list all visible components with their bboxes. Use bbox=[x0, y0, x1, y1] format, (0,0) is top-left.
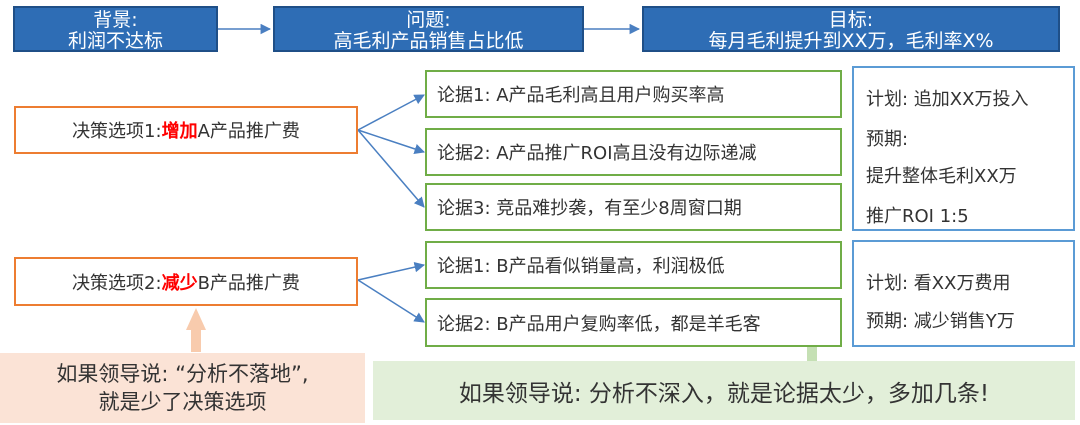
header-goal-title: 目标: bbox=[828, 9, 874, 31]
header-problem-title: 问题: bbox=[406, 9, 451, 31]
note-left-line-1: 如果领导说: “分析不落地”, bbox=[56, 362, 309, 386]
argument-box: 论据3: 竞品难抄袭，有至少8周窗口期 bbox=[425, 183, 842, 231]
option-1-prefix: 决策选项1: bbox=[72, 121, 162, 142]
argument-box: 论据1: B产品看似销量高，利润极低 bbox=[425, 241, 842, 289]
plan-box-1: 计划: 追加XX万投入 预期: 提升整体毛利XX万 推广ROI 1:5 bbox=[852, 66, 1075, 231]
fan-arrow-2-1 bbox=[357, 261, 426, 281]
header-goal: 目标: 每月毛利提升到XX万，毛利率X% bbox=[642, 6, 1060, 52]
fan-arrow-1-2 bbox=[357, 129, 425, 154]
argument-box: 论据2: A产品推广ROI高且没有边际递减 bbox=[425, 128, 842, 176]
argument-text: 论据1: A产品毛利高且用户购买率高 bbox=[437, 85, 725, 106]
plan-1-line: 推广ROI 1:5 bbox=[866, 206, 969, 227]
header-background-title: 背景: bbox=[93, 9, 138, 31]
plan-2-line: 计划: 看XX万费用 bbox=[866, 273, 1011, 294]
up-arrow-orange bbox=[186, 308, 206, 352]
fan-arrow-1-1 bbox=[357, 94, 425, 131]
argument-text: 论据2: B产品用户复购率低，都是羊毛客 bbox=[437, 313, 761, 335]
option-2-prefix: 决策选项2: bbox=[72, 272, 162, 294]
header-problem: 问题: 高毛利产品销售占比低 bbox=[273, 6, 584, 52]
header-goal-text: 每月毛利提升到XX万，毛利率X% bbox=[708, 30, 994, 52]
argument-box: 论据1: A产品毛利高且用户购买率高 bbox=[425, 70, 842, 118]
header-background: 背景: 利润不达标 bbox=[13, 6, 218, 52]
fan-arrow-2-2 bbox=[357, 279, 425, 323]
note-right-text: 如果领导说: 分析不深入，就是论据太少，多加几条! bbox=[458, 380, 990, 407]
argument-text: 论据3: 竞品难抄袭，有至少8周窗口期 bbox=[437, 198, 742, 219]
plan-box-2: 计划: 看XX万费用 预期: 减少销售Y万 bbox=[852, 240, 1075, 347]
plan-1-line: 提升整体毛利XX万 bbox=[866, 166, 1017, 187]
note-left-line-2: 就是少了决策选项 bbox=[98, 390, 267, 414]
header-problem-text: 高毛利产品销售占比低 bbox=[333, 30, 524, 52]
option-1-suffix: A产品推广费 bbox=[197, 121, 300, 142]
option-1-highlight: 增加 bbox=[161, 121, 198, 142]
argument-text: 论据2: A产品推广ROI高且没有边际递减 bbox=[437, 143, 757, 164]
note-few-arguments: 如果领导说: 分析不深入，就是论据太少，多加几条! bbox=[373, 361, 1075, 420]
plan-2-line: 预期: 减少销售Y万 bbox=[866, 311, 1015, 332]
fan-arrow-1-3 bbox=[357, 129, 425, 208]
header-background-text: 利润不达标 bbox=[67, 30, 163, 52]
argument-box: 论据2: B产品用户复购率低，都是羊毛客 bbox=[425, 298, 842, 347]
argument-text: 论据1: B产品看似销量高，利润极低 bbox=[437, 256, 725, 277]
plan-1-line: 预期: bbox=[866, 129, 909, 150]
option-2-highlight: 减少 bbox=[161, 272, 198, 294]
plan-1-line: 计划: 追加XX万投入 bbox=[866, 89, 1029, 110]
option-2-suffix: B产品推广费 bbox=[197, 272, 300, 294]
note-missing-options: 如果领导说: “分析不落地”, 就是少了决策选项 bbox=[0, 353, 365, 423]
